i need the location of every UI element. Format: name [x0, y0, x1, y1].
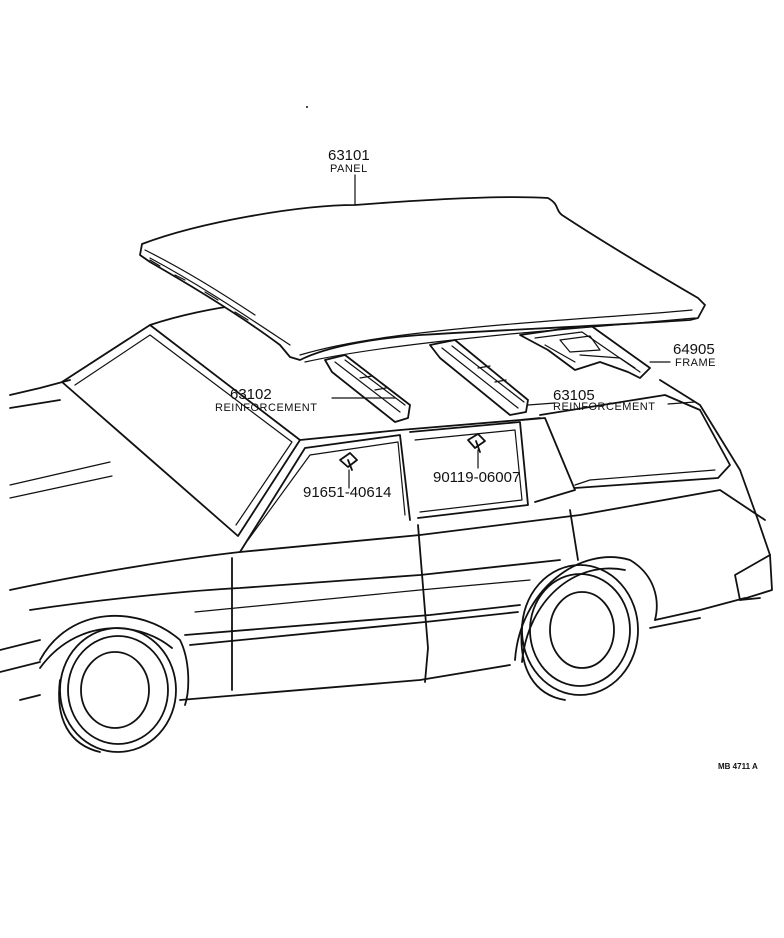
stray-dot	[306, 106, 308, 108]
front-wheel	[58, 627, 177, 753]
label-63101-name: PANEL	[330, 163, 368, 175]
frame-part	[519, 324, 651, 379]
reinforcement-front-part	[324, 354, 411, 423]
label-90119-06007: 90119-06007	[433, 469, 520, 486]
label-63102-name: REINFORCEMENT	[215, 402, 317, 414]
label-63105-name: REINFORCEMENT	[553, 401, 655, 413]
drawing-reference: MB 4711 A	[718, 762, 758, 771]
rear-wheel	[520, 564, 639, 701]
label-63102-number: 63102	[230, 386, 272, 403]
label-63105-number: 63105	[553, 387, 595, 404]
car-body	[0, 304, 773, 706]
label-91651-40614: 91651-40614	[303, 484, 391, 501]
clip-right-icon	[467, 433, 486, 453]
leader-lines	[306, 106, 696, 489]
label-64905-number: 64905	[673, 341, 715, 358]
label-64905-name: FRAME	[675, 357, 716, 369]
reinforcement-rear-part	[429, 339, 529, 416]
clip-left-icon	[339, 452, 358, 471]
label-63101-number: 63101	[328, 147, 370, 164]
roof-panel-part	[139, 196, 706, 363]
